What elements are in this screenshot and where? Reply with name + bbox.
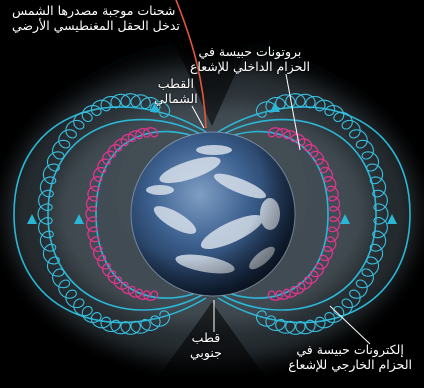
- south-cusp: [150, 302, 272, 388]
- pointer-outer-belt: [329, 305, 371, 345]
- arrow-left-up: [27, 214, 37, 224]
- field-line-3: [47, 118, 205, 311]
- label-pointers: [191, 73, 371, 345]
- arrow-right-up: [387, 214, 397, 224]
- inner-belt-line-2: الحزام الداخلي للإشعاع: [189, 59, 310, 74]
- arrow-left-inner: [74, 214, 84, 224]
- pointer-inner-belt: [285, 73, 301, 151]
- arrow-top-right: [270, 102, 280, 112]
- outer-belt-electrons: [37, 93, 389, 335]
- south-pole-label: قطب جنوبي: [190, 330, 222, 360]
- north-pole-line-1: القطب: [157, 76, 194, 91]
- arrow-right-inner: [340, 214, 350, 224]
- south-pole-line-2: جنوبي: [190, 345, 222, 360]
- solar-particle-track: [175, 0, 207, 129]
- outer-belt-line-2: الحزام الخارجي للإشعاع: [288, 357, 412, 372]
- solar-particles-line-1: شحنات موجبة مصدرها الشمس: [12, 3, 176, 18]
- north-pole-line-2: الشمالي: [154, 91, 198, 106]
- outer-helix-left: [37, 93, 171, 335]
- outer-belt-label: إلكترونات حبيسة في الحزام الخارجي للإشعا…: [288, 342, 412, 372]
- arrow-top-left: [150, 102, 160, 112]
- field-line-4: [219, 118, 377, 311]
- inner-belt-label: بروتونات حبيسة في الحزام الداخلي للإشعاع: [190, 44, 310, 74]
- solar-particles-label: شحنات موجبة مصدرها الشمس تدخل الحقل المغ…: [12, 3, 180, 33]
- earth: [130, 131, 296, 297]
- field-line-5: [95, 130, 204, 299]
- north-cusp: [150, 0, 272, 126]
- south-pole-line-1: قطب: [191, 330, 221, 345]
- north-pole-label: القطب الشمالي: [154, 76, 198, 106]
- outer-helix-right: [255, 93, 389, 335]
- field-line-2: [217, 106, 411, 324]
- outer-field-lines: [13, 106, 411, 324]
- solar-particles-line-2: تدخل الحقل المغنطيسي الأرضي: [12, 18, 180, 33]
- field-arrows: [27, 102, 397, 224]
- inner-belt-line-1: بروتونات حبيسة في: [198, 44, 302, 59]
- outer-belt-line-1: إلكترونات حبيسة في: [296, 342, 404, 357]
- field-line-6: [220, 130, 329, 299]
- inner-helix-left: [85, 127, 159, 301]
- pointer-north-pole: [191, 105, 205, 129]
